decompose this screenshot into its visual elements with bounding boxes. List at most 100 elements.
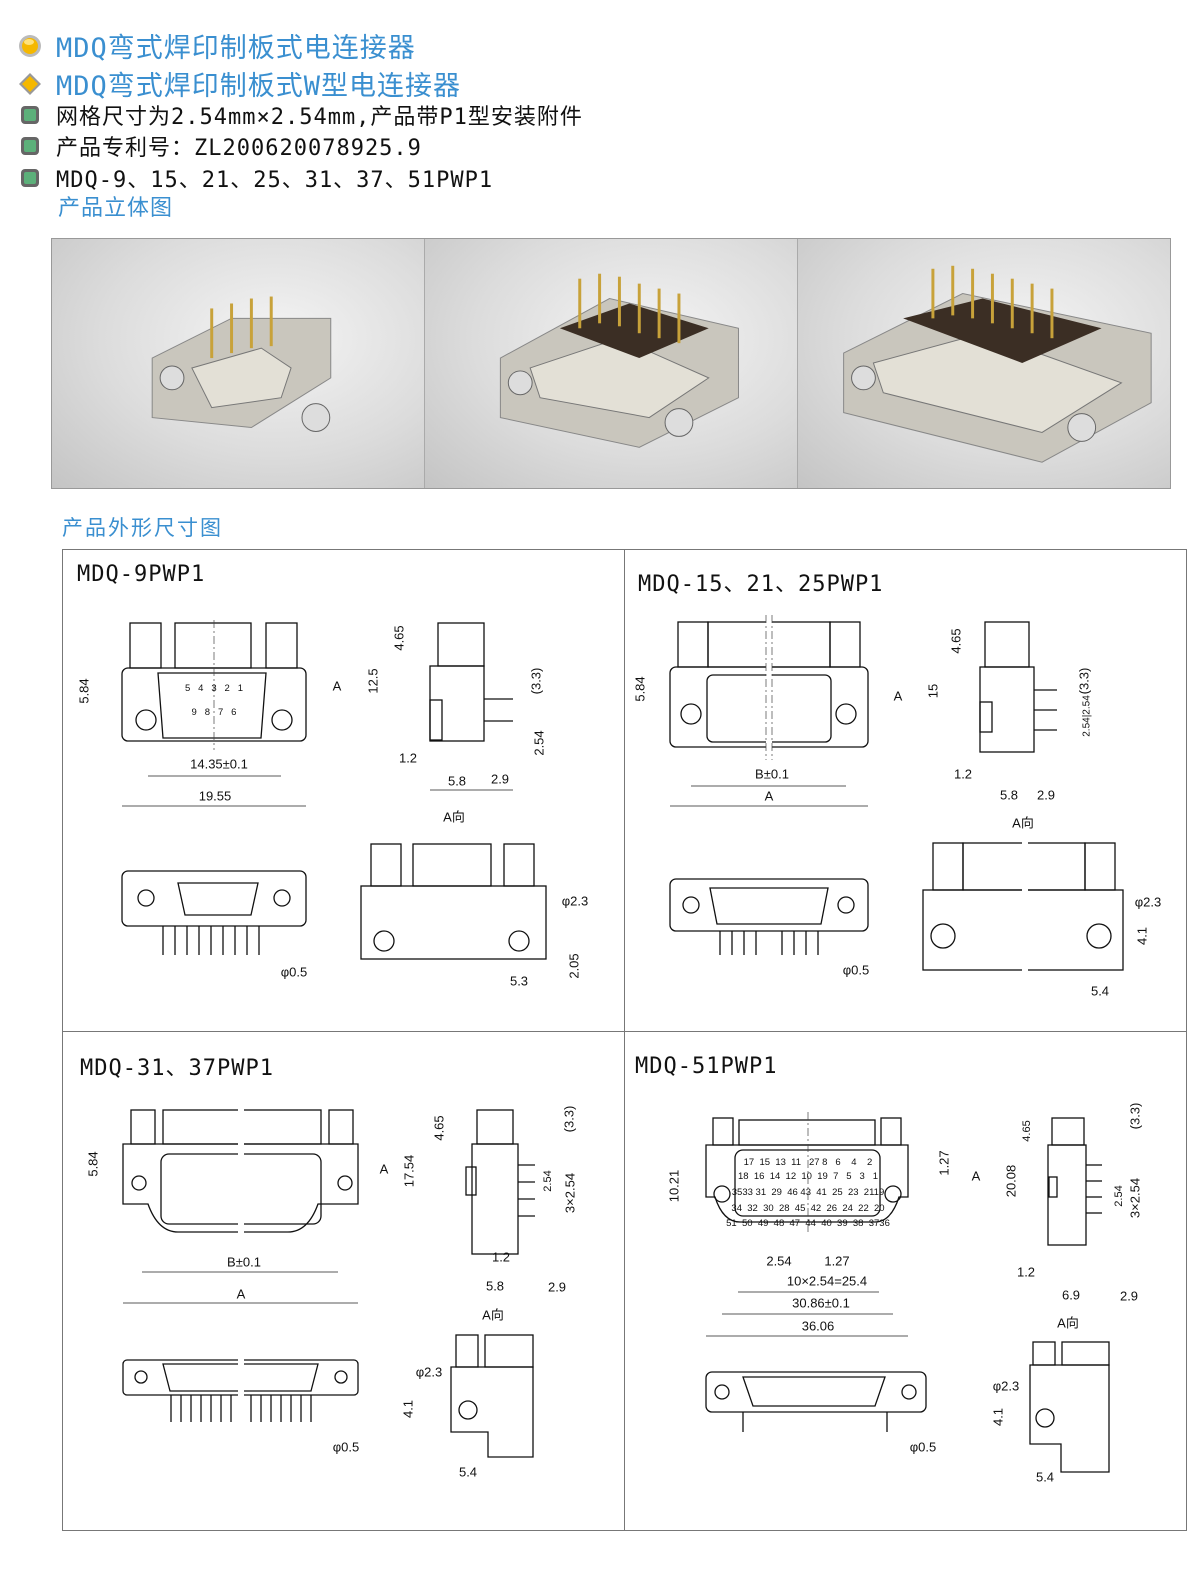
dim-side-height: 12.5	[365, 668, 381, 694]
pin-row-4: 34 32 30 28 45 42 26 24 22 20	[731, 1203, 885, 1214]
dim-pitch-width: B±0.1	[227, 1254, 261, 1270]
view-label: A向	[1057, 1315, 1079, 1331]
dim-2-54: 2.54	[531, 730, 547, 756]
dim-5-4: 5.4	[1090, 983, 1110, 999]
pin-numbers-bottom: 9 8 7 6	[191, 707, 237, 718]
dim-height: 5.84	[632, 676, 648, 702]
dim-3x2-54: 3×2.54	[562, 1172, 578, 1214]
dim-overall-width: A	[236, 1286, 246, 1302]
dim-phi-2-3: φ2.3	[561, 893, 589, 909]
pin-row-3: 3533 31 29 46 43 41 25 23 2119	[731, 1187, 885, 1198]
bullet-models: MDQ-9、15、21、25、31、37、51PWP1	[18, 162, 493, 194]
view-label: A向	[443, 809, 465, 825]
dim-3-3: (3.3)	[528, 667, 544, 695]
dim-overall-width: 36.06	[801, 1318, 835, 1334]
dim-3x2-54: 3×2.54	[1127, 1177, 1143, 1219]
product-photos	[51, 238, 1171, 489]
view-arrow-a: A	[379, 1161, 389, 1177]
view-arrow-a: A	[971, 1168, 981, 1184]
dim-phi-2-3: φ2.3	[415, 1364, 443, 1380]
dim-1-2: 1.2	[398, 750, 418, 766]
pin-row-1: 17 15 13 11 27 8 6 4 2	[743, 1157, 873, 1168]
dim-2-54: 2.54	[542, 1170, 554, 1192]
drawing-31-37pwp1	[122, 1102, 535, 1458]
dim-4-65: 4.65	[1021, 1120, 1033, 1142]
drawing-15-25pwp1	[669, 615, 1124, 975]
dim-1-2: 1.2	[1016, 1264, 1036, 1280]
drawing-9pwp1	[121, 620, 547, 960]
view-label: A向	[1012, 815, 1034, 831]
dim-2-9: 2.9	[1119, 1288, 1139, 1304]
dim-3-3: (3.3)	[1127, 1102, 1143, 1130]
header-title-1: MDQ弯式焊印制板式电连接器	[18, 26, 416, 65]
dim-2-9: 2.9	[490, 771, 510, 787]
panel-title: MDQ-51PWP1	[635, 1054, 778, 1079]
panel-title: MDQ-15、21、25PWP1	[638, 572, 884, 597]
green-square-bullet-icon	[21, 169, 39, 187]
drawing-panel-mdq-31-37: MDQ-31、37PWP1 5.84 B±0.1 A A 4.65 17.54 …	[63, 1032, 625, 1531]
dim-pitch-width: 14.35±0.1	[190, 756, 248, 772]
dim-4-65: 4.65	[948, 628, 964, 654]
product-photo-37pin	[798, 239, 1170, 488]
pin-row-2: 18 16 14 12 10 19 7 5 3 1	[738, 1171, 878, 1182]
dim-2-9: 2.9	[547, 1279, 567, 1295]
dim-2-54: 2.54	[766, 1253, 792, 1269]
green-square-bullet-icon	[21, 137, 39, 155]
dim-5-3: 5.3	[509, 973, 529, 989]
dim-overall-width: 19.55	[198, 788, 232, 804]
product-photo-9pin	[52, 239, 425, 488]
dim-phi-0-5: φ0.5	[909, 1439, 937, 1455]
header-title-2: MDQ弯式焊印制板式W型电连接器	[18, 64, 461, 103]
dim-phi-0-5: φ0.5	[332, 1439, 360, 1455]
bullet-patent: 产品专利号：ZL200620078925.9	[18, 130, 422, 162]
orange-diamond-bullet-icon	[19, 72, 41, 95]
dim-5-8: 5.8	[485, 1278, 505, 1294]
dim-4-65: 4.65	[391, 625, 407, 651]
dim-3-3: (3.3)	[1076, 667, 1092, 695]
pin-row-5: 51 50 49 48 47 44 40 39 38 3736	[726, 1218, 890, 1229]
dim-1-27: 1.27	[824, 1253, 850, 1269]
drawing-panel-mdq-9: MDQ-9PWP1 5 4 3 2 1 9 8 7 6 5.84 14.35±0…	[63, 550, 625, 1032]
dim-height: 5.84	[76, 678, 92, 704]
dim-2-54: 2.54|2.54	[1081, 695, 1093, 737]
product-photo-25pin	[425, 239, 798, 488]
dim-phi-0-5: φ0.5	[280, 964, 308, 980]
dim-1-27-vertical: 1.27	[936, 1150, 952, 1176]
dim-pitch-width: B±0.1	[755, 766, 789, 782]
dim-1-2: 1.2	[491, 1249, 511, 1265]
panel-title: MDQ-9PWP1	[77, 562, 206, 587]
dim-2-54-vertical: 2.54	[1113, 1185, 1125, 1207]
drawing-panel-mdq-51: MDQ-51PWP1 17 15 13 11 27 8 6 4 2 18 16 …	[625, 1032, 1187, 1531]
dim-4-1: 4.1	[990, 1407, 1006, 1427]
dim-overall-width: A	[764, 788, 774, 804]
dim-side-height: 20.08	[1003, 1164, 1019, 1198]
dim-2-9: 2.9	[1036, 787, 1056, 803]
green-square-bullet-icon	[21, 106, 39, 124]
dim-side-height: 15	[925, 683, 941, 699]
bullet-grid-size: 网格尺寸为2.54mm×2.54mm,产品带P1型安装附件	[18, 99, 583, 131]
pin-numbers-top: 5 4 3 2 1	[184, 683, 244, 694]
dim-5-4: 5.4	[1035, 1469, 1055, 1485]
dim-pitch-width: 30.86±0.1	[792, 1295, 850, 1311]
dim-4-1: 4.1	[400, 1399, 416, 1419]
dim-3-3: (3.3)	[561, 1105, 577, 1133]
drawings-heading: 产品外形尺寸图	[62, 516, 223, 540]
dim-side-height: 17.54	[401, 1154, 417, 1188]
dim-2-05: 2.05	[566, 953, 582, 979]
drawing-51pwp1	[705, 1112, 1110, 1473]
dim-pin-span: 10×2.54=25.4	[786, 1273, 868, 1289]
dim-5-8: 5.8	[447, 773, 467, 789]
orange-circle-bullet-icon	[19, 34, 41, 57]
dim-phi-2-3: φ2.3	[1134, 894, 1162, 910]
dim-height: 10.21	[666, 1169, 682, 1203]
dim-height: 5.84	[85, 1151, 101, 1177]
dim-4-65: 4.65	[431, 1115, 447, 1141]
panel-title: MDQ-31、37PWP1	[80, 1056, 274, 1081]
dim-5-8: 5.8	[999, 787, 1019, 803]
dim-phi-2-3: φ2.3	[992, 1378, 1020, 1394]
drawings-grid: MDQ-9PWP1 5 4 3 2 1 9 8 7 6 5.84 14.35±0…	[62, 549, 1187, 1531]
dim-6-9: 6.9	[1061, 1287, 1081, 1303]
dim-1-2: 1.2	[953, 766, 973, 782]
view-arrow-a: A	[893, 688, 903, 704]
dim-5-4: 5.4	[458, 1464, 478, 1480]
